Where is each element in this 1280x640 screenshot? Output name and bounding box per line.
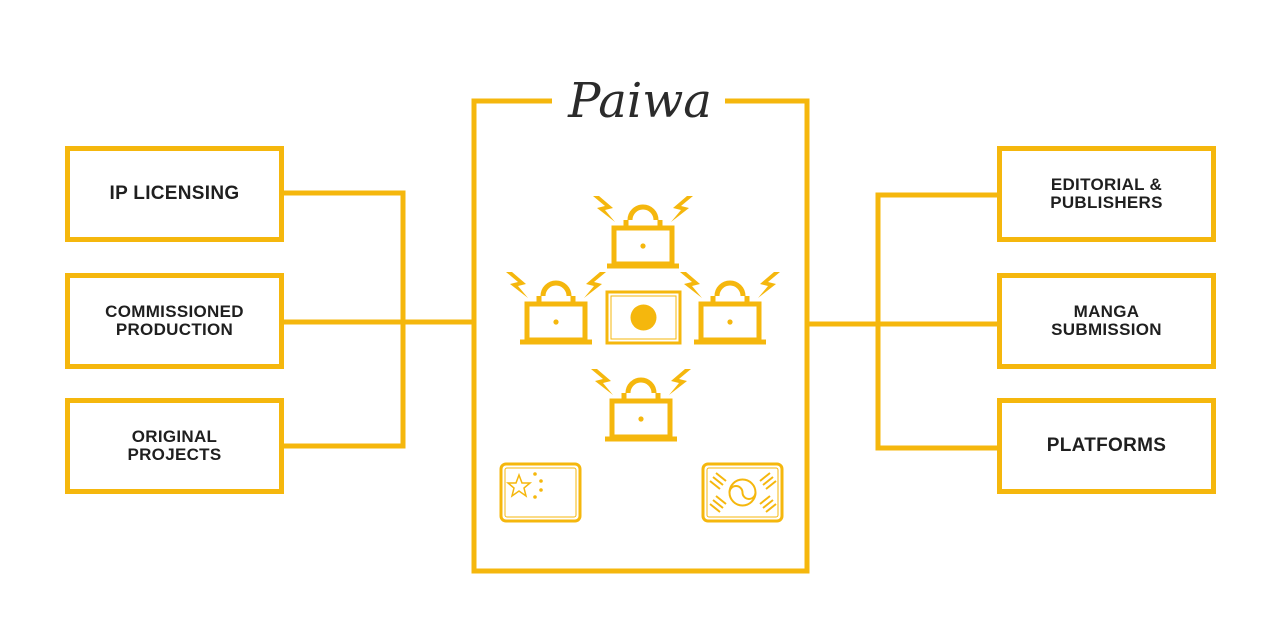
south-korea-flag-icon [701,462,784,523]
central-frame [471,98,810,574]
china-flag-icon [499,462,582,523]
creator-workstation-icon [591,369,691,439]
creator-workstation-icon [593,196,693,266]
box-label: EDITORIAL & PUBLISHERS [1050,175,1163,212]
right-box-platforms: PLATFORMS [997,398,1216,494]
creator-workstation-icon [680,272,780,342]
box-label: IP LICENSING [109,183,240,204]
japan-flag-icon [605,290,682,345]
box-label: ORIGINAL PROJECTS [127,427,222,464]
connector-lines [282,98,999,574]
paiwa-logo: Paiwa [568,73,712,129]
right-box-editorial-publishers: EDITORIAL & PUBLISHERS [997,146,1216,242]
box-label: PLATFORMS [1046,435,1167,456]
left-box-ip-licensing: IP LICENSING [65,146,284,242]
box-label: MANGA SUBMISSION [1051,302,1162,339]
creator-workstation-icon [506,272,606,342]
left-box-original-projects: ORIGINAL PROJECTS [65,398,284,494]
left-box-commissioned-production: COMMISSIONED PRODUCTION [65,273,284,369]
box-label: COMMISSIONED PRODUCTION [105,302,244,339]
right-box-manga-submission: MANGA SUBMISSION [997,273,1216,369]
